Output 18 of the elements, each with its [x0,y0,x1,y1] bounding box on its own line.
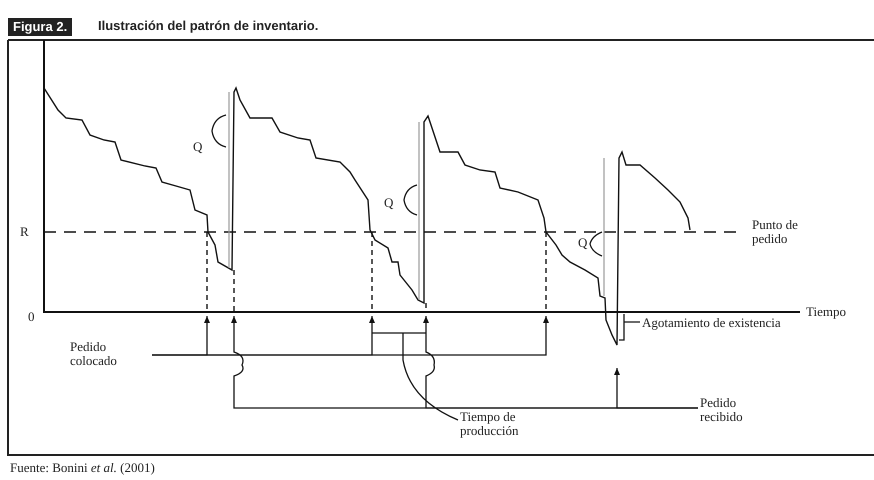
callout-text: Pedido colocado [70,340,150,368]
leader-line [614,368,698,409]
quantity-label: Q [193,140,202,154]
quantity-label: Q [384,196,394,210]
axis-label: 0 [28,310,34,324]
leader-line [618,313,641,341]
callout-text: Tiempo de producción [460,410,560,438]
line-label: Punto de pedido [752,218,799,246]
figure-title: Ilustración del patrón de inventario. [98,19,318,33]
axis-label: Tiempo [806,305,846,319]
callout-text: Pedido recibido [700,396,780,424]
source-caption: Fuente: Bonini et al. (2001) [10,461,155,475]
quantity-label: Q [578,236,588,250]
figure-number: Figura 2. [8,18,72,36]
callout-text: Agotamiento de existencia [642,316,792,330]
leader-line [152,316,549,356]
axis-label: R [20,225,29,239]
leader-line [371,332,459,421]
